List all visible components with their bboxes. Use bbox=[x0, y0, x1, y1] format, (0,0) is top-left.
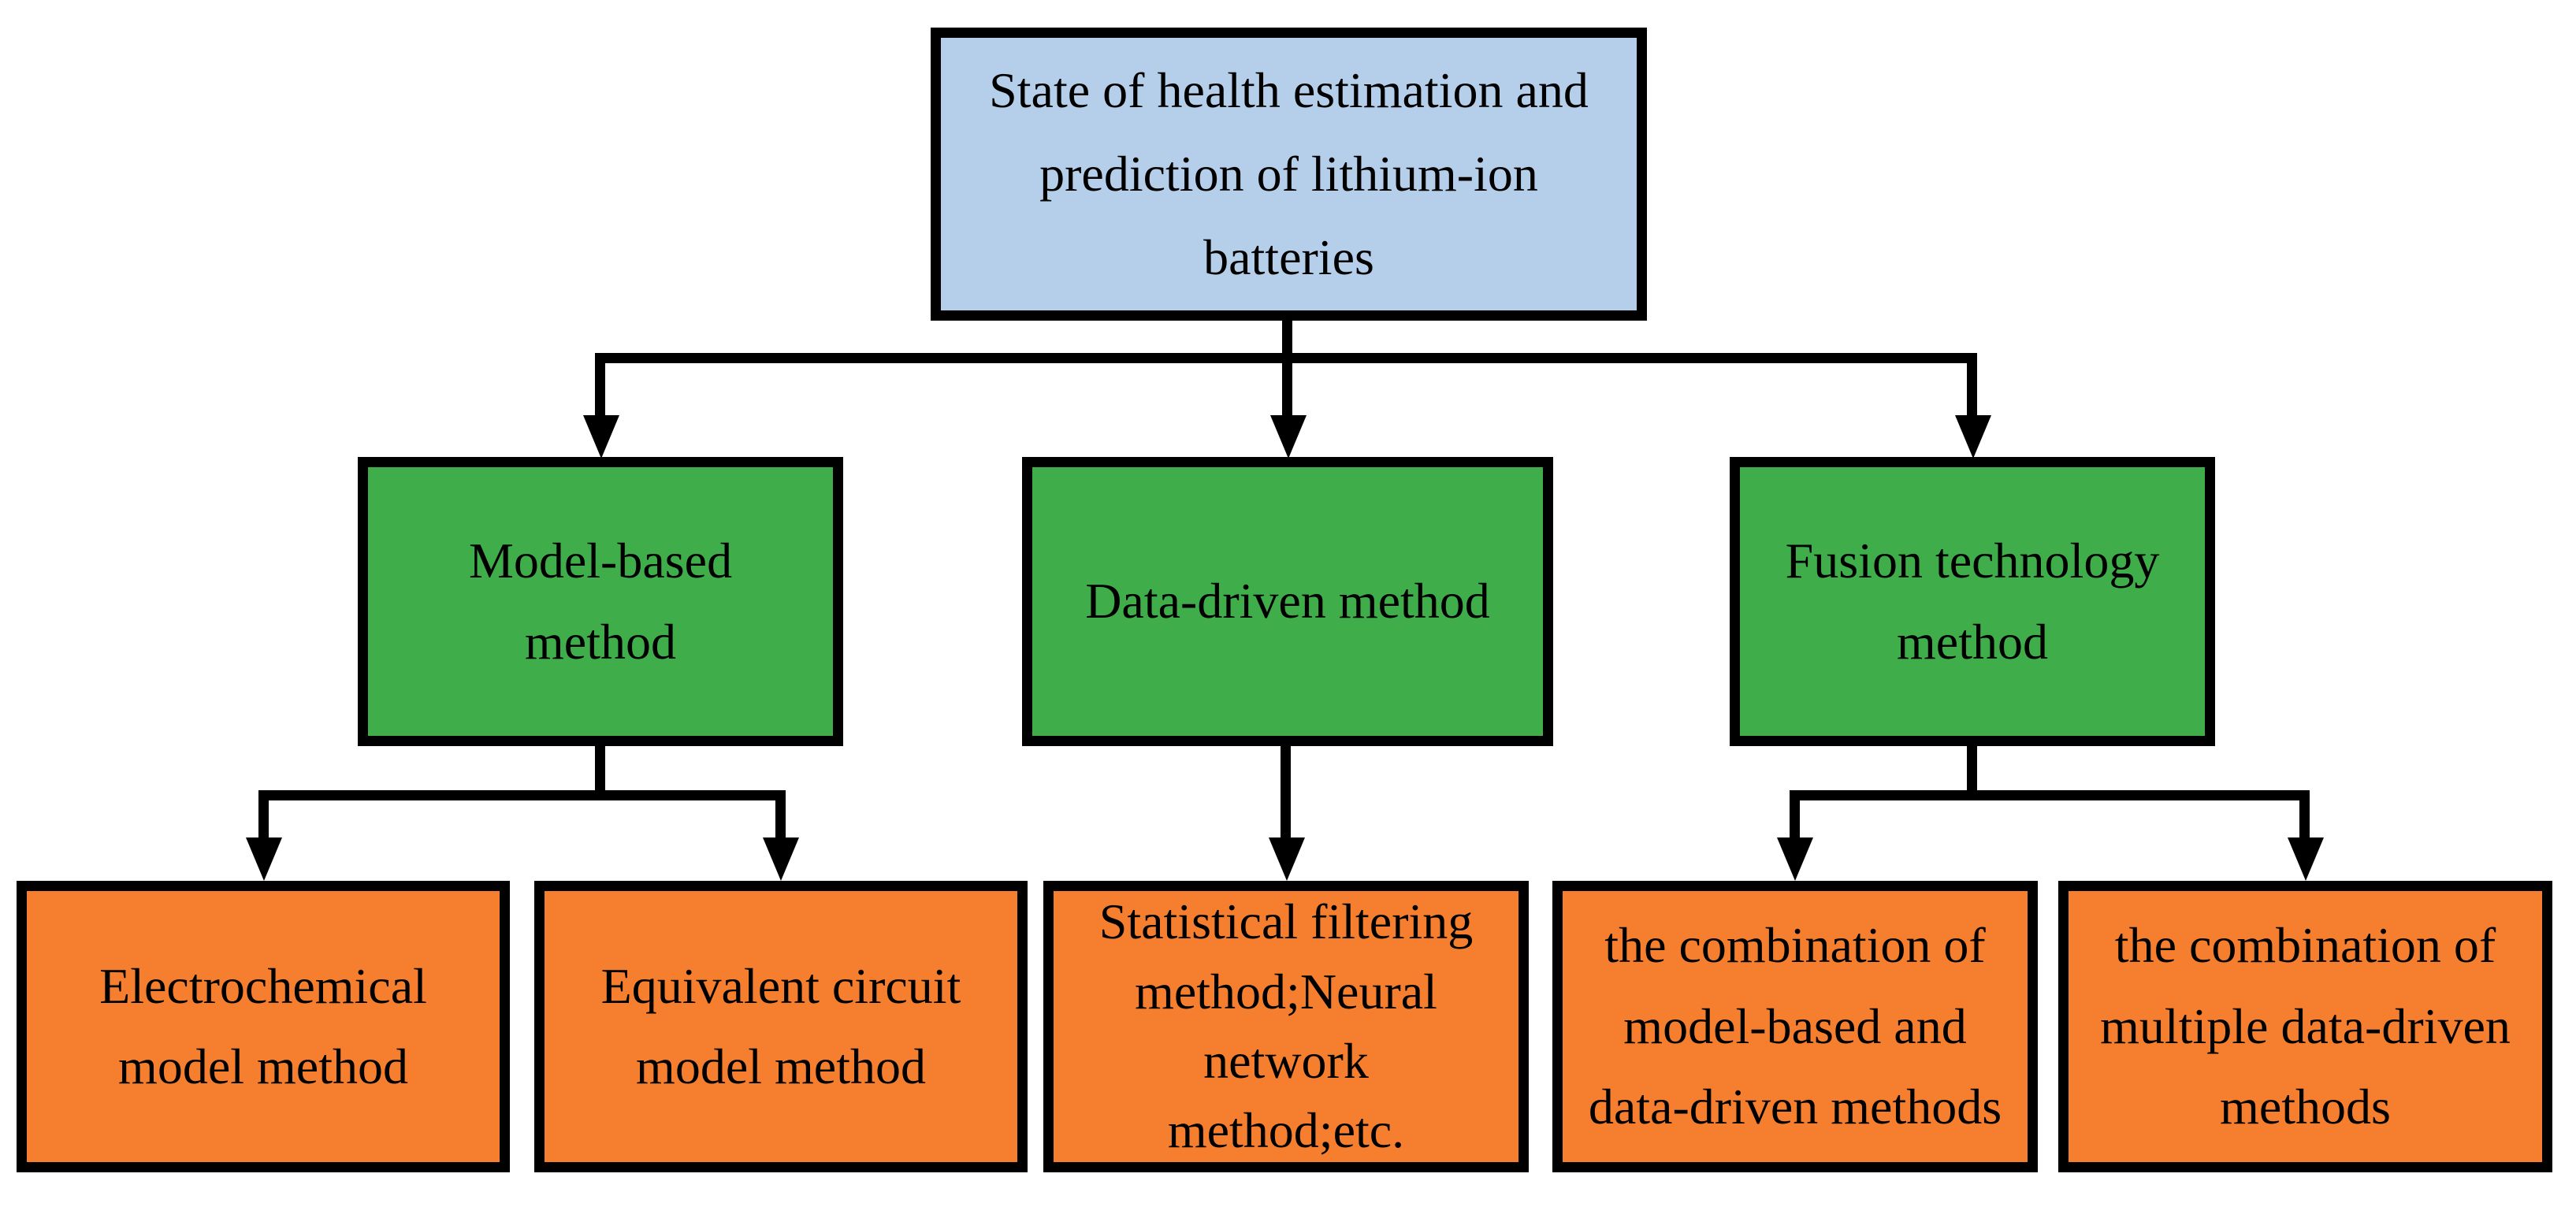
arrowhead-to-fusion bbox=[1955, 415, 1991, 459]
connector-drop-to-combination-multiple-data bbox=[2299, 790, 2310, 841]
root-node-label: State of health estimation and predictio… bbox=[989, 61, 1589, 286]
arrowhead-to-electrochemical bbox=[246, 837, 282, 881]
connector-drop-to-equivalent-circuit bbox=[775, 790, 786, 841]
connector-root-stub bbox=[1282, 318, 1292, 364]
connector-fusion-rail bbox=[1790, 790, 2310, 800]
branch-node-data-driven: Data-driven method bbox=[1022, 457, 1553, 746]
root-node-soh-estimation: State of health estimation and predictio… bbox=[931, 28, 1647, 321]
connector-drop-to-model-based bbox=[595, 353, 605, 419]
connector-drop-to-fusion bbox=[1967, 353, 1977, 419]
arrowhead-to-data-driven bbox=[1270, 415, 1307, 459]
leaf-node-equivalent-circuit-model-label: Equivalent circuit model method bbox=[600, 957, 961, 1094]
branch-node-model-based: Model-based method bbox=[358, 457, 843, 746]
leaf-node-electrochemical-model: Electrochemical model method bbox=[17, 881, 510, 1172]
leaf-node-combination-multiple-data-label: the combination of multiple data-driven … bbox=[2100, 917, 2511, 1135]
arrowhead-to-combination-model-data bbox=[1777, 837, 1813, 881]
leaf-node-combination-model-data-label: the combination of model-based and data-… bbox=[1588, 917, 2002, 1135]
leaf-node-combination-multiple-data: the combination of multiple data-driven … bbox=[2058, 881, 2552, 1172]
connector-drop-to-statistical-filtering bbox=[1281, 744, 1291, 841]
branch-node-model-based-label: Model-based method bbox=[468, 533, 733, 670]
connector-drop-to-electrochemical bbox=[258, 790, 269, 841]
leaf-node-electrochemical-model-label: Electrochemical model method bbox=[99, 957, 427, 1094]
branch-node-fusion-technology-label: Fusion technology method bbox=[1785, 533, 2160, 670]
arrowhead-to-statistical-filtering bbox=[1269, 837, 1305, 881]
leaf-node-equivalent-circuit-model: Equivalent circuit model method bbox=[534, 881, 1028, 1172]
branch-node-fusion-technology: Fusion technology method bbox=[1730, 457, 2215, 746]
leaf-node-statistical-filtering-neural-label: Statistical filtering method;Neural netw… bbox=[1098, 893, 1474, 1159]
arrowhead-to-equivalent-circuit bbox=[763, 837, 799, 881]
connector-drop-to-data-driven bbox=[1282, 353, 1292, 419]
connector-drop-to-combination-model-data bbox=[1790, 790, 1800, 841]
connector-model-based-rail bbox=[258, 790, 786, 800]
arrowhead-to-model-based bbox=[583, 415, 619, 459]
leaf-node-statistical-filtering-neural: Statistical filtering method;Neural netw… bbox=[1043, 881, 1529, 1172]
connector-model-based-stub bbox=[595, 744, 605, 800]
branch-node-data-driven-label: Data-driven method bbox=[1085, 573, 1490, 629]
arrowhead-to-combination-multiple-data bbox=[2288, 837, 2324, 881]
leaf-node-combination-model-data: the combination of model-based and data-… bbox=[1552, 881, 2038, 1172]
connector-fusion-stub bbox=[1967, 744, 1977, 800]
